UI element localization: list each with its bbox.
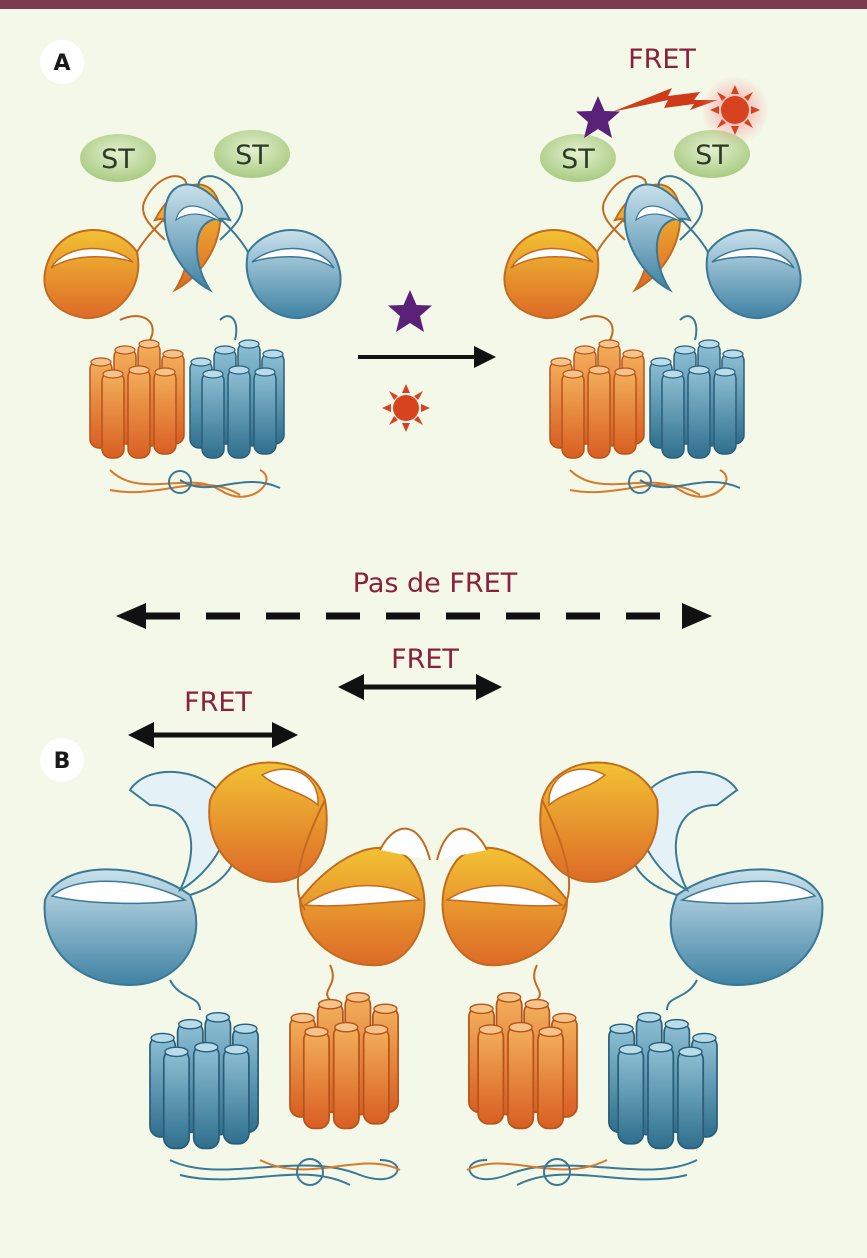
fret-label-left: FRET [184, 687, 252, 718]
st-tag-left-2 [214, 130, 290, 178]
panel-a-label: A [53, 51, 70, 76]
purple-star-icon [388, 290, 432, 332]
distance-arrows: Pas de FRET FRET FRET [116, 568, 712, 748]
tm-bundle-blue [189, 339, 285, 459]
arrow-head-icon [474, 346, 496, 368]
st-label: ST [695, 140, 729, 171]
tm-bundle-blue [608, 1011, 718, 1150]
receptor-labeled: ST ST [503, 130, 802, 498]
panel-a-badge [40, 40, 84, 84]
double-arrow-right-head [272, 722, 298, 748]
panel-b: B [40, 738, 824, 1186]
st-label: ST [235, 140, 269, 171]
st-label: ST [101, 144, 135, 175]
fret-label-a: FRET [628, 44, 696, 75]
dimer-left [43, 761, 431, 1186]
tm-bundle-blue [149, 1011, 259, 1150]
dashed-arrow-left-head [116, 603, 146, 629]
panel-b-label: B [54, 749, 71, 774]
tm-bundle-orange [289, 991, 399, 1130]
tm-bundle-blue [649, 339, 745, 459]
lightning-icon [612, 88, 718, 112]
double-arrow-left-head [338, 674, 364, 700]
labeling-step [358, 290, 496, 432]
tm-bundle-orange [549, 339, 645, 459]
tm-bundle-orange [468, 991, 578, 1130]
top-bar [0, 0, 867, 9]
no-fret-label: Pas de FRET [353, 568, 518, 599]
dashed-arrow-right-head [682, 603, 712, 629]
purple-star-icon [576, 96, 620, 138]
panel-b-badge [40, 738, 84, 782]
double-arrow-left-head [128, 722, 154, 748]
red-sun-icon [710, 85, 760, 135]
dimer-right [436, 761, 824, 1186]
st-tag-right-1 [540, 134, 616, 182]
st-label: ST [561, 144, 595, 175]
receptor-unlabeled: ST ST [43, 130, 342, 498]
double-arrow-right-head [476, 674, 502, 700]
panel-a: A ST ST [40, 40, 802, 498]
fret-label-middle: FRET [391, 644, 459, 675]
st-tag-left-1 [80, 134, 156, 182]
tm-bundle-orange [89, 339, 185, 459]
red-sun-icon [382, 384, 430, 432]
